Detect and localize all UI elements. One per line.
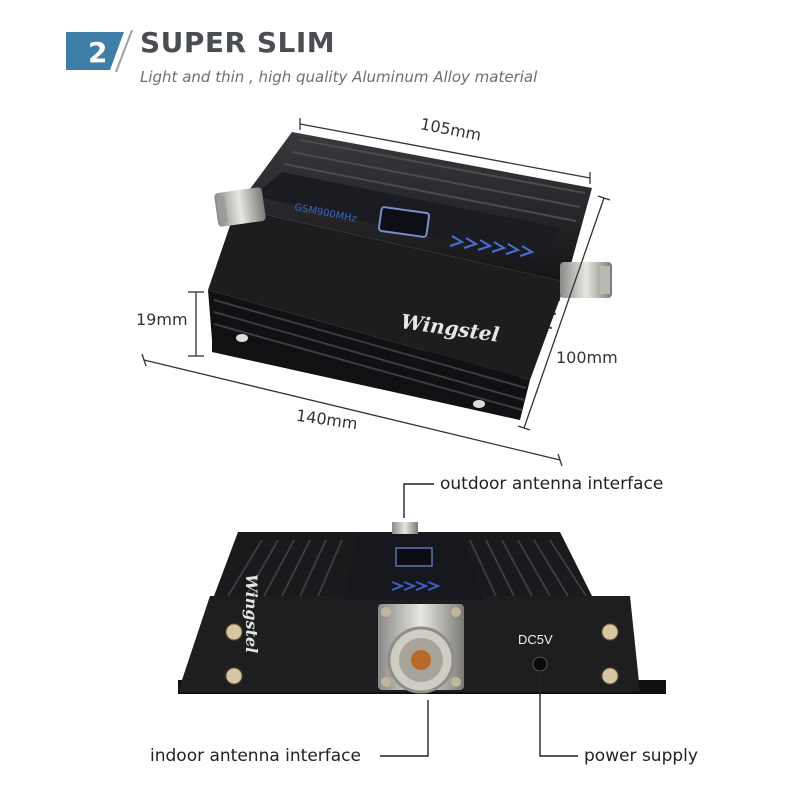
page-subtitle: Light and thin , high quality Aluminum A… (140, 68, 538, 86)
right-connector (560, 262, 612, 298)
dim-depth: 100mm (556, 348, 618, 367)
lcd-display (377, 206, 431, 238)
dimension-lines (141, 118, 611, 467)
signal-chevrons (449, 235, 535, 257)
mount-hole (236, 334, 248, 342)
page-title: SUPER SLIM (140, 26, 336, 59)
signal-chevrons (391, 581, 441, 591)
mount-hole (473, 400, 485, 408)
n-connector (378, 604, 464, 694)
dc-jack (532, 656, 548, 672)
step-badge: 2 (66, 30, 133, 72)
left-connector (214, 187, 266, 227)
callout-indoor: indoor antenna interface (150, 746, 361, 766)
callout-power: power supply (584, 746, 698, 766)
callout-lines (380, 483, 578, 757)
step-number: 2 (88, 36, 107, 69)
callout-outdoor: outdoor antenna interface (440, 474, 664, 494)
top-device-view: GSM900MHz Wingstel (141, 118, 612, 467)
bottom-device-view: Wingstel DC5V (178, 483, 666, 757)
brand-logo-side: Wingstel (242, 574, 261, 653)
dim-height: 19mm (136, 310, 188, 329)
dc-label: DC5V (518, 632, 553, 647)
outdoor-connector (392, 522, 418, 534)
screws (225, 623, 619, 685)
lcd-display (395, 547, 433, 567)
